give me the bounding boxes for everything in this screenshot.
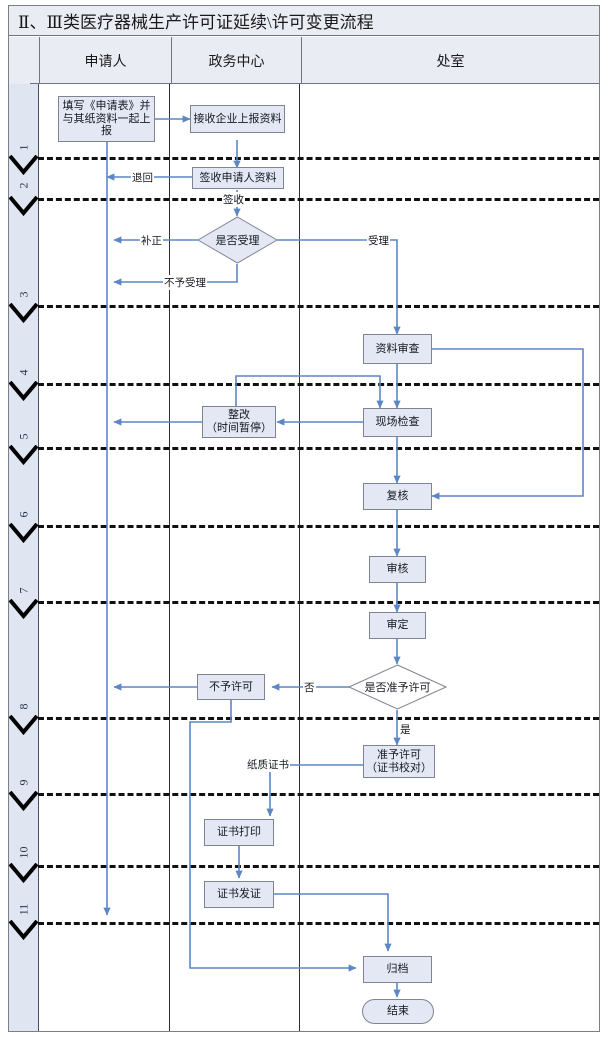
section-divider-8 (38, 717, 599, 720)
chevron-down-icon-8 (9, 715, 38, 737)
node-label-line2: （证书校对） (366, 761, 432, 774)
chevron-down-icon-5 (9, 445, 38, 467)
node-certificate-print[interactable]: 证书打印 (204, 819, 274, 846)
step-number-7: 7 (16, 587, 30, 593)
chevron-down-icon-3 (9, 303, 38, 325)
step-number-4: 4 (16, 369, 30, 375)
edge-label-not-accepted: 不予受理 (163, 275, 207, 290)
step-number-10: 10 (16, 846, 30, 858)
step-number-3: 3 (16, 291, 30, 297)
step-number-strip (9, 84, 38, 1031)
node-fill-application[interactable]: 填写《申请表》并 与其纸资料一起上 报 (58, 96, 155, 142)
section-divider-6 (38, 525, 599, 528)
node-label-line1: 准予许可 (377, 748, 421, 761)
section-divider-1 (38, 157, 599, 160)
node-receive-materials[interactable]: 接收企业上报资料 (190, 105, 285, 133)
section-divider-5 (38, 447, 599, 450)
node-archive[interactable]: 归档 (363, 956, 432, 983)
edge-label-no: 否 (303, 680, 316, 695)
node-sign-receipt[interactable]: 签收申请人资料 (192, 167, 284, 189)
chevron-down-icon-10 (9, 863, 38, 885)
section-divider-4 (38, 383, 599, 386)
node-permit-denied[interactable]: 不予许可 (197, 674, 265, 700)
step-number-8: 8 (16, 703, 30, 709)
chart-title-bar: Ⅱ、Ⅲ类医疗器械生产许可证延续\许可变更流程 (9, 6, 599, 36)
section-divider-3 (38, 305, 599, 308)
step-number-1: 1 (16, 144, 30, 150)
section-divider-10 (38, 865, 599, 868)
chevron-down-icon-6 (9, 523, 38, 545)
edge-label-signed: 签收 (222, 192, 245, 207)
edge-label-return: 退回 (131, 170, 154, 185)
step-strip-edge (38, 84, 39, 1031)
lane-header-office: 处室 (301, 37, 599, 84)
node-permit-granted[interactable]: 准予许可 （证书校对） (363, 745, 435, 778)
decision-grant-permit[interactable] (348, 664, 447, 710)
step-number-9: 9 (16, 779, 30, 785)
lane-header-applicant: 申请人 (39, 37, 171, 84)
node-label-line1: 整改 (228, 409, 250, 422)
decision-accept-or-not[interactable] (197, 216, 278, 264)
chevron-down-icon-4 (9, 381, 38, 403)
section-divider-7 (38, 601, 599, 604)
step-number-5: 5 (16, 433, 30, 439)
lane-header-number (9, 37, 39, 84)
chevron-down-icon-11 (9, 920, 38, 942)
lane-divider-center-office (299, 84, 300, 1031)
node-review[interactable]: 审核 (369, 556, 426, 583)
lane-header-row: 申请人 政务中心 处室 (9, 37, 599, 84)
lane-divider-applicant-center (169, 84, 170, 1031)
chevron-down-icon-2 (9, 196, 38, 218)
lane-header-center: 政务中心 (171, 37, 301, 84)
edge-label-paper-cert: 纸质证书 (246, 757, 290, 772)
node-end[interactable]: 结束 (362, 999, 434, 1024)
edge-label-accepted: 受理 (367, 233, 390, 248)
outer-frame (8, 5, 600, 1032)
step-number-6: 6 (16, 511, 30, 517)
node-label-line3: 报 (101, 125, 112, 138)
node-approval[interactable]: 审定 (369, 612, 426, 639)
page-title: Ⅱ、Ⅲ类医疗器械生产许可证延续\许可变更流程 (18, 13, 374, 32)
chevron-down-icon-9 (9, 791, 38, 813)
node-onsite-inspection[interactable]: 现场检查 (363, 408, 432, 437)
node-label-line1: 填写《申请表》并 (62, 99, 151, 112)
node-certificate-issue[interactable]: 证书发证 (204, 881, 274, 908)
node-label-line2: 与其纸资料一起上 (62, 112, 151, 125)
section-divider-11 (38, 922, 599, 925)
node-recheck[interactable]: 复核 (363, 483, 432, 510)
node-label-line2: （时间暂停） (206, 422, 272, 434)
section-divider-9 (38, 793, 599, 796)
step-number-2: 2 (16, 182, 30, 188)
edge-label-correct: 补正 (140, 233, 163, 248)
node-rectification[interactable]: 整改 （时间暂停） (202, 406, 276, 438)
chevron-down-icon-1 (9, 155, 38, 177)
edge-label-yes: 是 (399, 722, 412, 737)
node-document-review[interactable]: 资料审查 (363, 334, 432, 364)
chevron-down-icon-7 (9, 599, 38, 621)
header-underline (30, 83, 599, 84)
section-divider-2 (38, 198, 599, 201)
step-number-11: 11 (16, 903, 30, 915)
